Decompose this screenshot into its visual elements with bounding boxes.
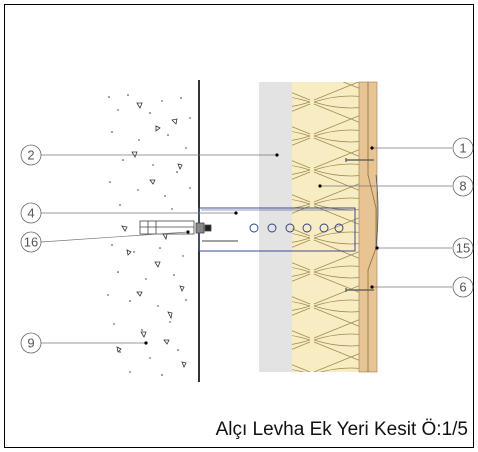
callout-6: 6	[452, 276, 474, 298]
callout-6-label: 6	[459, 280, 466, 295]
leader-dots	[144, 146, 379, 345]
callout-4-label: 4	[27, 206, 34, 221]
callout-8: 8	[452, 175, 474, 197]
callout-15: 15	[452, 237, 474, 259]
callout-1-label: 1	[459, 141, 466, 156]
callout-2: 2	[20, 144, 42, 166]
screw-upper	[345, 158, 374, 162]
concrete-aggregate	[116, 102, 187, 368]
drawing-caption: Alçı Levha Ek Yeri Kesit Ö:1/5	[216, 419, 468, 440]
joint-tape	[375, 174, 379, 249]
callout-1: 1	[452, 137, 474, 159]
callout-9: 9	[20, 332, 42, 354]
anchor-dowel	[139, 220, 238, 242]
callout-2-label: 2	[27, 148, 34, 163]
leader-lines	[40, 147, 452, 344]
callout-15-label: 15	[456, 241, 470, 256]
callout-9-label: 9	[27, 336, 34, 351]
insulation-pattern	[292, 82, 359, 372]
callout-4: 4	[20, 202, 42, 224]
concrete-wall	[107, 94, 191, 376]
callout-8-label: 8	[459, 179, 466, 194]
callout-16-label: 16	[24, 235, 38, 250]
drawing-frame	[4, 4, 474, 448]
callout-16: 16	[20, 231, 42, 253]
screw-lower	[345, 288, 374, 292]
